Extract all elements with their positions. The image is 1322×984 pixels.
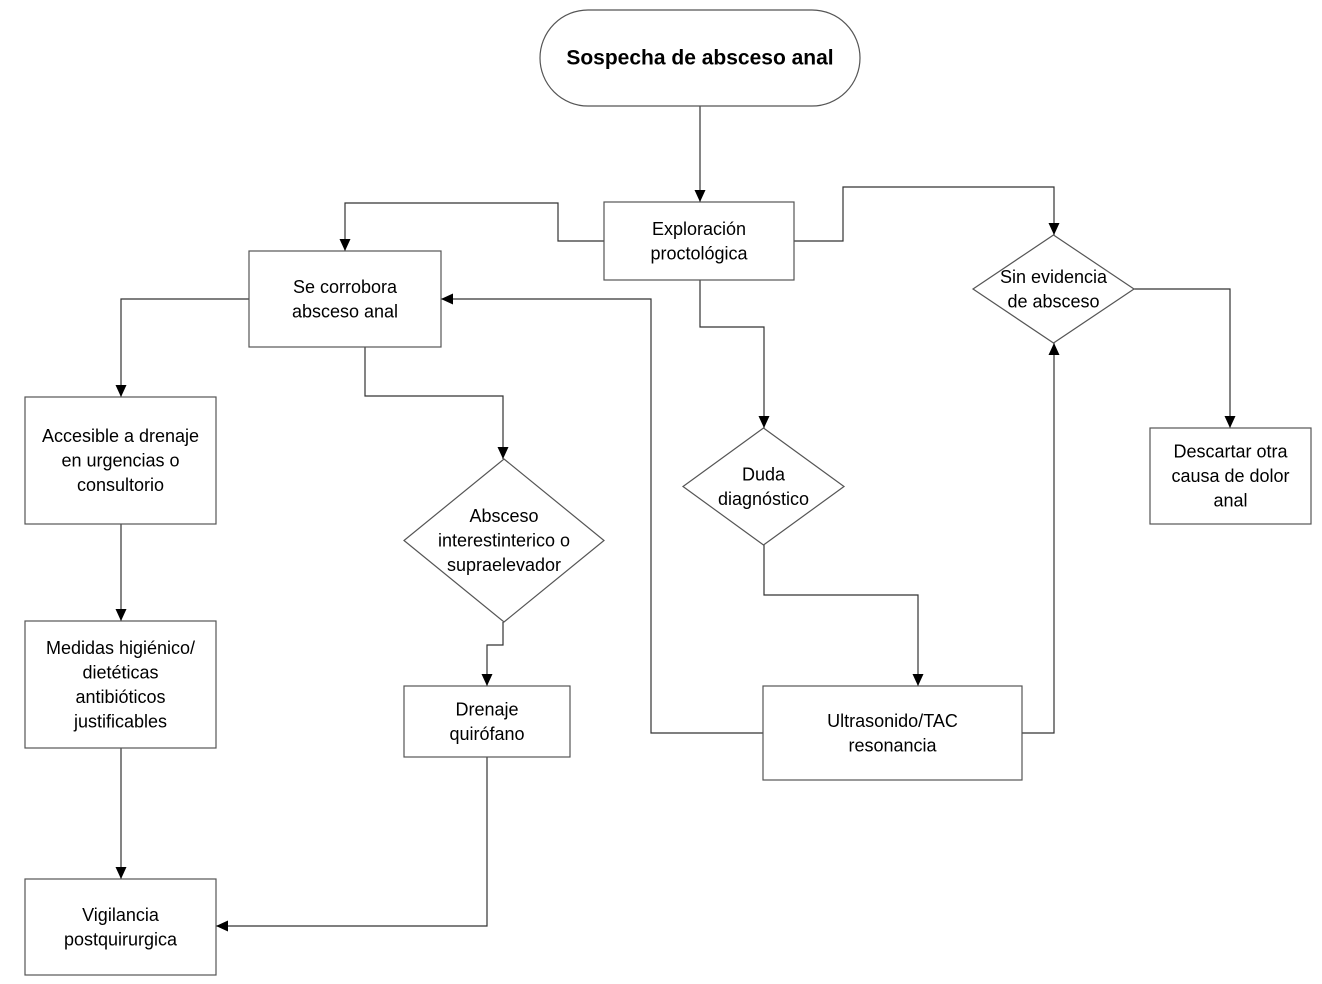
arrowhead [216, 920, 228, 932]
edge-drenaje-to-vigilancia [216, 757, 488, 932]
node-drenaje: Drenaje quirófano [403, 685, 571, 758]
arrowhead [912, 674, 924, 686]
node-exploracion: Exploración proctológica [603, 201, 795, 281]
edge-exploracion-to-corrobora-line [344, 202, 604, 251]
arrowhead [339, 239, 351, 251]
edge-exploracion-to-corrobora [339, 202, 604, 251]
arrowhead [115, 867, 127, 879]
arrowhead [441, 293, 453, 305]
node-label-line: Ultrasonido/TAC [827, 711, 958, 731]
edge-duda-to-ultrasonido [763, 545, 924, 686]
edge-ultrasonido-to-corrobora [441, 293, 763, 734]
node-interesfinterico: Absceso interestinterico o supraelevador [403, 458, 605, 623]
node-label-line: causa de dolor [1171, 466, 1289, 486]
node-label-line: diagnóstico [718, 489, 809, 509]
terminal-shape [539, 9, 861, 107]
decision-diamond [971, 234, 1136, 344]
node-label-line: antibióticos [75, 687, 165, 707]
node-vigilancia: Vigilancia postquirurgica [24, 878, 217, 976]
process-box [24, 878, 217, 976]
node-label-line: Se corrobora [293, 277, 398, 297]
node-label-line: consultorio [77, 475, 164, 495]
process-box [24, 396, 217, 525]
edge-corrobora-to-accesible-line [120, 298, 249, 397]
node-duda: Duda diagnóstico [681, 427, 846, 546]
edge-corrobora-to-interesfinterico [364, 347, 509, 459]
edge-corrobora-to-interesfinterico-line [364, 347, 504, 459]
edge-ultrasonido-to-corrobora-line [441, 298, 763, 734]
arrowhead [481, 674, 493, 686]
node-label-line: Sospecha de absceso anal [566, 47, 833, 70]
node-label-line: absceso anal [292, 301, 398, 321]
arrowhead [497, 447, 509, 459]
edge-accesible-to-medidas [115, 524, 127, 621]
node-label-line: en urgencias o [61, 451, 179, 471]
node-ultrasonido: Ultrasonido/TAC resonancia [762, 685, 1023, 781]
edge-sin-evidencia-to-descartar-line [1134, 288, 1231, 428]
arrowhead [1048, 223, 1060, 235]
decision-diamond [403, 458, 605, 623]
edge-medidas-to-vigilancia [115, 748, 127, 879]
edge-corrobora-to-accesible [115, 298, 249, 397]
node-descartar: Descartar otra causa de dolor anal [1149, 427, 1312, 525]
edge-exploracion-to-duda-line [699, 280, 765, 428]
connector-layer [115, 106, 1236, 932]
node-label-line: Accesible a drenaje [42, 426, 199, 446]
node-label-line: resonancia [848, 735, 937, 755]
node-label-line: Sin evidencia [1000, 267, 1108, 287]
edge-interesfinterico-to-drenaje-line [486, 622, 504, 686]
node-corrobora: Se corrobora absceso anal [248, 250, 442, 348]
edge-start-to-exploracion [694, 106, 706, 202]
edge-exploracion-to-sin-evidencia [794, 186, 1060, 242]
node-label-line: proctológica [650, 243, 748, 263]
node-label-line: anal [1213, 491, 1247, 511]
edge-exploracion-to-sin-evidencia-line [794, 186, 1055, 242]
arrowhead [115, 609, 127, 621]
node-accesible: Accesible a drenaje en urgencias o consult… [24, 396, 217, 525]
node-label-line: supraelevador [447, 555, 561, 575]
edge-drenaje-to-vigilancia-line [216, 757, 488, 927]
node-label-line: Drenaje [455, 699, 518, 719]
arrowhead [1048, 343, 1060, 355]
node-medidas: Medidas higiénico/dietéticas antibióticos… [24, 620, 217, 749]
process-box [762, 685, 1023, 781]
node-label-line: Exploración [652, 219, 746, 239]
arrowhead [115, 385, 127, 397]
edge-duda-to-ultrasonido-line [763, 545, 919, 686]
process-box [24, 620, 217, 749]
arrowhead [1224, 416, 1236, 428]
node-label-line: de absceso [1007, 291, 1099, 311]
node-sin-evidencia: Sin evidencia de absceso [971, 234, 1136, 344]
node-label-line: Vigilancia [82, 905, 160, 925]
process-box [603, 201, 795, 281]
node-label-line: dietéticas [82, 662, 158, 682]
node-label-line: Descartar otra [1173, 442, 1288, 462]
decision-diamond [681, 427, 846, 546]
edge-sin-evidencia-to-descartar [1134, 288, 1236, 428]
node-label-line: Duda [742, 464, 786, 484]
node-start: Sospecha de absceso anal [539, 9, 861, 107]
node-label-line: postquirurgica [64, 929, 178, 949]
edge-exploracion-to-duda [699, 280, 770, 428]
edge-ultrasonido-to-sin-evidencia-line [1022, 343, 1055, 734]
arrowhead [758, 416, 770, 428]
edge-interesfinterico-to-drenaje [481, 622, 504, 686]
node-label-line: quirófano [449, 724, 524, 744]
process-box [403, 685, 571, 758]
node-label-line: Absceso [469, 506, 538, 526]
node-label-line: justificables [73, 711, 167, 731]
process-box [248, 250, 442, 348]
node-label-line: Medidas higiénico/ [46, 638, 195, 658]
arrowhead [694, 190, 706, 202]
node-label-line: interestinterico o [438, 531, 570, 551]
edge-ultrasonido-to-sin-evidencia [1022, 343, 1060, 734]
process-box [1149, 427, 1312, 525]
